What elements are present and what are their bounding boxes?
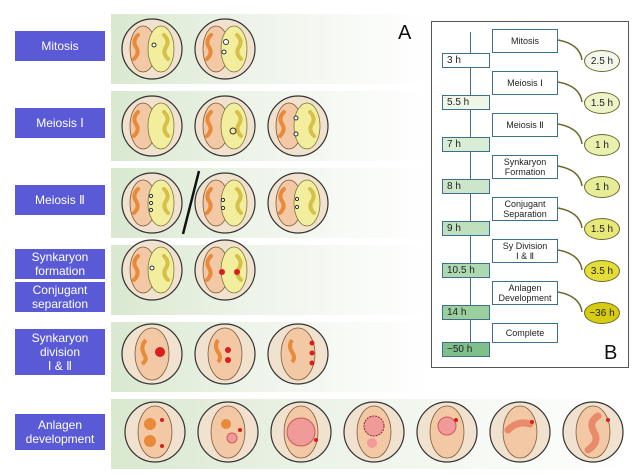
cell-division-2 — [194, 323, 256, 385]
stage-box-1: Meiosis Ⅰ — [492, 71, 558, 95]
duration-1: 1.5 h — [584, 92, 620, 114]
stage-box-2: Meiosis Ⅱ — [492, 113, 558, 137]
cell-synkaryon-1 — [120, 238, 184, 302]
time-box-4: 9 h — [442, 221, 490, 236]
panel-a-letter: A — [398, 22, 412, 44]
duration-0: 2.5 h — [584, 50, 620, 72]
label-synkaryon-formation: Synkaryon formation — [15, 249, 105, 279]
cell-mitosis-1 — [120, 17, 184, 81]
time-box-5: 10.5 h — [442, 263, 490, 278]
time-box-1: 5.5 h — [442, 95, 490, 110]
cell-division-3 — [267, 323, 329, 385]
cell-meiosis1-3 — [266, 94, 330, 158]
duration-2: 1 h — [584, 134, 620, 156]
duration-5: 3.5 h — [584, 260, 620, 282]
cell-anlagen-6 — [489, 401, 551, 463]
label-mitosis: Mitosis — [15, 31, 105, 61]
time-box-2: 7 h — [442, 137, 490, 152]
panel-b-letter: B — [604, 342, 618, 364]
cell-mitosis-2 — [193, 17, 257, 81]
label-anlagen-development: Anlagen development — [15, 414, 105, 450]
cell-anlagen-2 — [197, 401, 259, 463]
time-box-7: ~50 h — [442, 342, 490, 357]
time-box-0: 3 h — [442, 53, 490, 68]
timeline-panel: B Mitosis 3 h 2.5 h Meiosis Ⅰ 5.5 h 1.5 … — [431, 21, 629, 368]
cell-meiosis1-1 — [120, 94, 184, 158]
cell-anlagen-5 — [416, 401, 478, 463]
duration-4: 1.5 h — [584, 218, 620, 240]
cell-meiosis2-2 — [193, 171, 257, 235]
cell-anlagen-4 — [343, 401, 405, 463]
cell-anlagen-1 — [124, 401, 186, 463]
cell-division-1 — [121, 323, 183, 385]
stage-box-3: Synkaryon Formation — [492, 155, 558, 179]
stage-box-0: Mitosis — [492, 29, 558, 53]
timeline-arrows — [557, 39, 583, 313]
cell-anlagen-7 — [562, 401, 624, 463]
cell-anlagen-3 — [270, 401, 332, 463]
label-meiosis1: Meiosis Ⅰ — [15, 108, 105, 138]
label-synkaryon-division: Synkaryon division Ⅰ & Ⅱ — [15, 329, 105, 375]
stage-box-5: Sy Division Ⅰ & Ⅱ — [492, 239, 558, 263]
cell-meiosis1-2 — [193, 94, 257, 158]
time-box-3: 8 h — [442, 179, 490, 194]
label-meiosis2: Meiosis Ⅱ — [15, 185, 105, 215]
label-conjugant-separation: Conjugant separation — [15, 282, 105, 312]
stage-box-7: Complete — [492, 323, 558, 343]
duration-3: 1 h — [584, 176, 620, 198]
cell-meiosis2-1 — [120, 171, 184, 235]
cell-meiosis2-3 — [266, 171, 330, 235]
cell-synkaryon-2 — [193, 238, 257, 302]
time-box-6: 14 h — [442, 305, 490, 320]
divider-slash — [181, 170, 201, 235]
stage-box-6: Anlagen Development — [492, 281, 558, 305]
stage-box-4: Conjugant Separation — [492, 197, 558, 221]
duration-6: ~36 h — [584, 302, 620, 324]
